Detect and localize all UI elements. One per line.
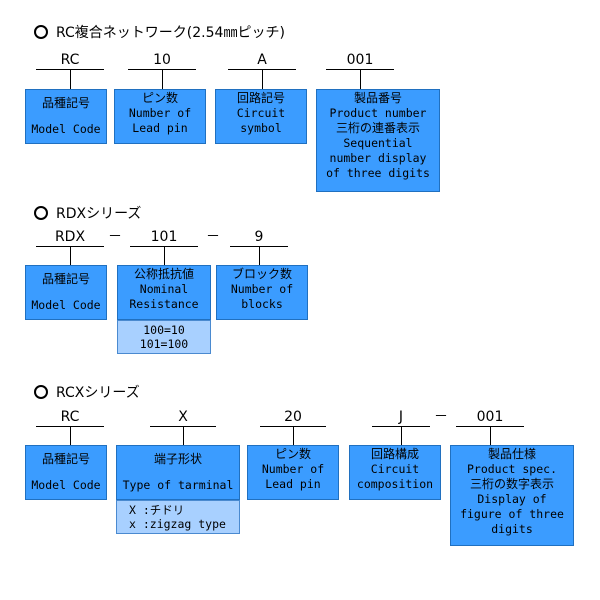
field-box-nominal-resistance: 公称抵抗値 Nominal Resistance	[117, 265, 211, 320]
separator-dash: －	[434, 409, 448, 425]
connector-line	[70, 70, 71, 89]
box-label-en: Lead pin	[265, 477, 321, 491]
example-line: 101=100	[139, 337, 189, 351]
box-label-en: Number of	[128, 106, 192, 120]
section-title-rdx-series: RDXシリーズ	[34, 203, 141, 223]
code-segment: RC	[36, 409, 104, 427]
connector-line	[262, 70, 263, 89]
connector-line	[162, 70, 163, 89]
box-label-en: of three digits	[326, 166, 430, 180]
field-box-terminal-type: 端子形状 Type of tarminal	[116, 445, 240, 500]
code-segment: J	[372, 409, 430, 427]
section-title-text: RDXシリーズ	[56, 206, 142, 222]
code-segment: RDX	[36, 229, 104, 247]
field-box-product-number: 製品番号 Product number 三桁の連番表示 Sequential n…	[316, 89, 440, 192]
box-label-ja: 品種記号	[41, 452, 90, 467]
example-line: 100=10	[143, 323, 185, 337]
code-segment: 001	[456, 409, 524, 427]
box-label-ja: ブロック数	[231, 267, 292, 281]
box-label-en: digits	[491, 522, 533, 536]
field-box-pin-count: ピン数 Number of Lead pin	[114, 89, 206, 144]
box-label-en: Circuit	[370, 462, 420, 476]
separator-dash: －	[108, 229, 122, 245]
code-segment: X	[150, 409, 216, 427]
bullet-circle-icon	[34, 385, 48, 399]
connector-line	[259, 247, 260, 265]
field-box-circuit-composition: 回路構成 Circuit composition	[349, 445, 441, 500]
box-label-ja: ピン数	[141, 91, 178, 105]
terminal-type-examples: X :チドリ x :zigzag type	[116, 500, 240, 534]
box-label-ja: 製品番号	[353, 91, 402, 105]
box-label-en: figure of three	[460, 507, 564, 521]
code-segment: 10	[128, 52, 196, 70]
box-label-en: blocks	[241, 297, 283, 311]
connector-line	[70, 247, 71, 265]
field-box-circuit-symbol: 回路記号 Circuit symbol	[215, 89, 307, 144]
code-segment: 9	[230, 229, 288, 247]
code-segment: 001	[326, 52, 394, 70]
box-label-en: Lead pin	[132, 121, 188, 135]
box-label-en: composition	[356, 477, 434, 491]
box-label-en: Circuit	[236, 106, 286, 120]
box-label-ja: 品種記号	[41, 96, 90, 111]
box-label-en: Display of	[477, 492, 547, 506]
resistance-examples: 100=10 101=100	[117, 320, 211, 354]
code-segment: 101	[130, 229, 198, 247]
box-label-en: Nominal	[139, 282, 189, 296]
connector-line	[490, 427, 491, 445]
code-segment: 20	[260, 409, 326, 427]
field-box-product-spec: 製品仕様 Product spec. 三桁の数字表示 Display of fi…	[450, 445, 574, 546]
box-label-en: Model Code	[31, 121, 101, 136]
box-label-en: Number of	[230, 282, 294, 296]
box-label-ja: 回路記号	[236, 91, 285, 105]
box-label-en: Number of	[261, 462, 325, 476]
box-label-ja: 品種記号	[41, 272, 90, 287]
connector-line	[401, 427, 402, 445]
box-label-ja: ピン数	[274, 447, 311, 461]
code-segment: A	[228, 52, 296, 70]
section-title-rcx-series: RCXシリーズ	[34, 382, 140, 402]
field-box-blocks: ブロック数 Number of blocks	[216, 265, 308, 320]
connector-line	[183, 427, 184, 445]
box-label-ja: 三桁の連番表示	[335, 121, 420, 135]
code-segment: RC	[36, 52, 104, 70]
example-line: X :チドリ	[129, 503, 185, 517]
box-label-en: symbol	[240, 121, 282, 135]
box-label-en: Model Code	[31, 297, 101, 312]
box-label-en: Product spec.	[466, 462, 557, 476]
connector-line	[164, 247, 165, 265]
connector-line	[360, 70, 361, 89]
bullet-circle-icon	[34, 25, 48, 39]
field-box-pin-count: ピン数 Number of Lead pin	[247, 445, 339, 500]
bullet-circle-icon	[34, 206, 48, 220]
field-box-model-code: 品種記号 Model Code	[25, 89, 107, 144]
box-label-en: Resistance	[129, 297, 199, 311]
connector-line	[70, 427, 71, 445]
box-label-ja: 製品仕様	[487, 447, 536, 461]
box-label-en: Type of tarminal	[122, 477, 234, 492]
box-label-en: number display	[329, 151, 427, 165]
connector-line	[293, 427, 294, 445]
section-title-text: RCXシリーズ	[56, 385, 140, 401]
section-title-text: RC複合ネットワーク(2.54㎜ピッチ)	[56, 25, 285, 41]
box-label-en: Sequential	[343, 136, 413, 150]
example-line: x :zigzag type	[129, 517, 226, 531]
separator-dash: －	[206, 229, 220, 245]
field-box-model-code: 品種記号 Model Code	[25, 265, 107, 320]
box-label-ja: 公称抵抗値	[133, 267, 194, 281]
section-title-rc-network: RC複合ネットワーク(2.54㎜ピッチ)	[34, 22, 285, 42]
box-label-ja: 回路構成	[370, 447, 419, 461]
box-label-en: Model Code	[31, 477, 101, 492]
box-label-ja: 端子形状	[153, 452, 202, 467]
box-label-ja: 三桁の数字表示	[469, 477, 554, 491]
field-box-model-code: 品種記号 Model Code	[25, 445, 107, 500]
box-label-en: Product number	[329, 106, 427, 120]
